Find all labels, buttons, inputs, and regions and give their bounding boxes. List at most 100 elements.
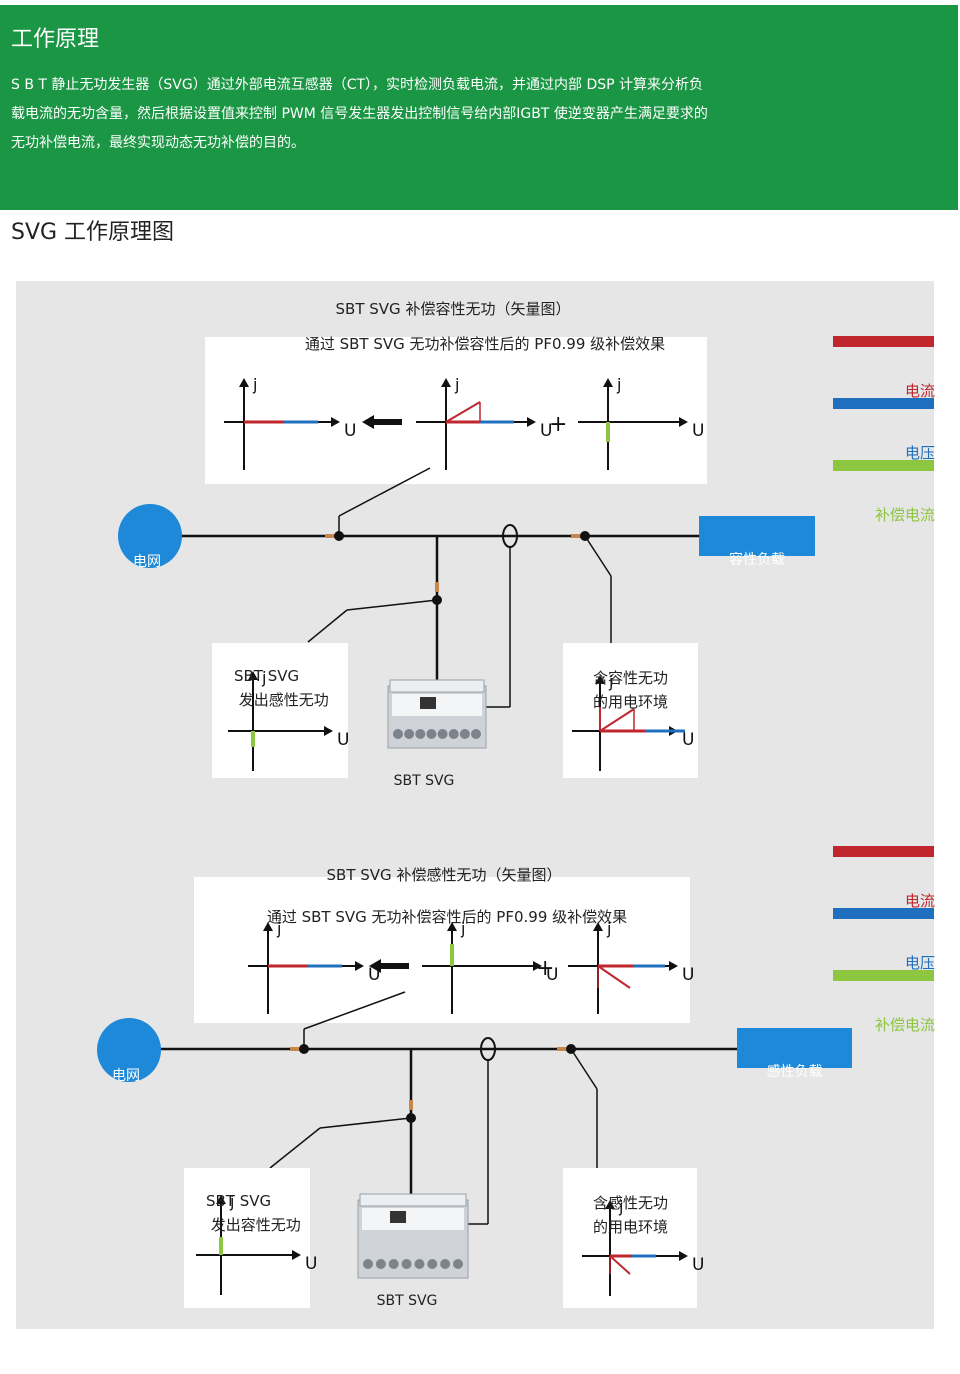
section-title: SVG 工作原理图 [11,220,175,245]
d1-svg-device-fan [459,729,470,739]
d2-load-box [737,1028,852,1068]
d2-svg-device-fan [363,1259,373,1269]
d2-svg-device-fan [440,1259,451,1269]
d1-svg-device-top [389,679,485,693]
d2-svg-device-front [362,1208,464,1230]
legend2-voltage-label: 电压 [905,954,935,972]
header-paragraph: S B T 静止无功发生器（SVG）通过外部电流互感器（CT），实时检测负载电流… [11,77,708,151]
d1-svg-device-fan [448,729,459,739]
d1-title: SBT SVG 补偿容性无功（矢量图） [336,300,571,318]
d1-device-label: SBT SVG [394,773,455,789]
d2-svg-axes-u-label: U [305,1254,317,1274]
d1-svg-axes-u-label: U [337,730,349,750]
d1-vec3-j-label: j [616,375,621,394]
d2-vector-box [194,877,690,1023]
d2-svg-box-text: SBT SVG 发出容性无功 [206,1192,301,1234]
d2-svg-device-top [359,1193,467,1207]
d1-grid-circle [118,504,182,568]
d2-env-diag [609,1255,631,1275]
d1-grid-label: 电网 [133,554,161,570]
d2-load-label: 感性负载 [767,1063,823,1080]
legend1-current-label: 电流 [905,382,935,400]
d2-vec1-u-arrow [355,961,364,971]
d1-vec1-j-label: j [252,375,257,394]
d1-svg-device-fan [415,729,426,739]
d1-vector-box [205,337,707,484]
d2-env-axes-u-arrow [679,1251,688,1261]
d1-env-box-text: 含容性无功的用电环境 [593,669,668,711]
d1-vec2-u-arrow [527,417,536,427]
d2-vec2-j-arrow [447,922,457,931]
d2-svg-device-fan [414,1259,425,1269]
d2-svg-device-fan [453,1259,463,1269]
d2-vec2-u-arrow [533,961,542,971]
d2-env-box-text: 含感性无功的用电环境 [593,1194,668,1236]
d2-vec3-diag [597,965,631,989]
d1-load-box [699,516,815,556]
d1-svg-axes-u-arrow [324,726,333,736]
d1-vec2-diag [445,401,481,423]
d2-leader-env-a [570,1048,598,1090]
legend2-current-label: 电流 [905,892,935,910]
legend2-blue-bar [833,908,934,919]
legend2-comp-label: 补偿电流 [875,1016,935,1034]
d1-svg-device-fan [404,729,415,739]
d2-env-box [563,1168,697,1308]
legend1-comp-label: 补偿电流 [875,506,935,524]
d1-env-axes-j-arrow [595,675,605,684]
d1-svg-device-display [420,697,436,709]
d2-grid-label: 电网 [112,1068,140,1084]
d2-vec1-j-arrow [263,922,273,931]
d2-svg-device-fan [401,1259,412,1269]
d1-env-axes-u-label: U [682,730,694,750]
d1-vec1-j-arrow [239,378,249,387]
d1-subtitle: 通过 SBT SVG 无功补偿容性后的 PF0.99 级补偿效果 [305,335,665,353]
d1-plus: + [549,412,567,437]
d2-leader-top-b [303,991,406,1030]
d2-svg-device-fan [427,1259,438,1269]
legend2-red-bar [833,846,934,857]
d2-vec2-j-label: j [460,919,465,938]
legend1-blue-bar [833,398,934,409]
d2-subtitle: 通过 SBT SVG 无功补偿容性后的 PF0.99 级补偿效果 [267,908,627,926]
d1-svg-device-fan [393,729,403,739]
d1-svg-device-fan [471,729,481,739]
d1-vec3-u-label: U [692,421,704,441]
d1-vec2-u-label: U [540,421,552,441]
d1-svg-device [387,679,487,749]
d1-leader-top-b [338,467,431,517]
d2-vec3-u-arrow [669,961,678,971]
legend1-green-bar [833,460,934,471]
d2-vec3-j-arrow [593,922,603,931]
d2-svg-axes-j-label: j [229,1192,234,1211]
d2-vec1-j-label: j [276,919,281,938]
d2-title: SBT SVG 补偿感性无功（矢量图） [327,866,562,884]
d1-svg-box-text: SBT SVG 发出感性无功 [234,667,329,709]
d1-vec2-j-label: j [454,375,459,394]
d2-svg-axes-j-arrow [216,1195,226,1204]
header-title: 工作原理 [11,27,100,52]
d1-env-diag [599,708,635,732]
d1-svg-axes-j-label: j [261,668,266,687]
legend1-voltage-label: 电压 [905,444,935,462]
d2-leader-box-b [269,1127,321,1169]
d1-svg-device-fan [426,729,437,739]
d1-leader-box-a [346,599,438,611]
d2-vec3-j-label: j [606,919,611,938]
d2-leader-box-a [319,1117,412,1129]
d2-device-label: SBT SVG [377,1293,438,1309]
d2-svg-axes-u-arrow [292,1250,301,1260]
d1-svg-axes-j-arrow [248,671,258,680]
d1-svg-device-fan [437,729,448,739]
d1-big-arrow-shaft [372,419,402,425]
d2-grid-circle [97,1018,161,1082]
header-banner: 工作原理 S B T 静止无功发生器（SVG）通过外部电流互感器（CT），实时检… [0,5,958,210]
d1-vec2-j-arrow [441,378,451,387]
d2-env-axes-j-arrow [605,1200,615,1209]
d2-env-axes-j-label: j [618,1197,623,1216]
d2-svg-device-fan [375,1259,386,1269]
d1-env-axes-j-label: j [608,672,613,691]
legend1-red-bar [833,336,934,347]
d1-leader-box-b [307,609,348,643]
